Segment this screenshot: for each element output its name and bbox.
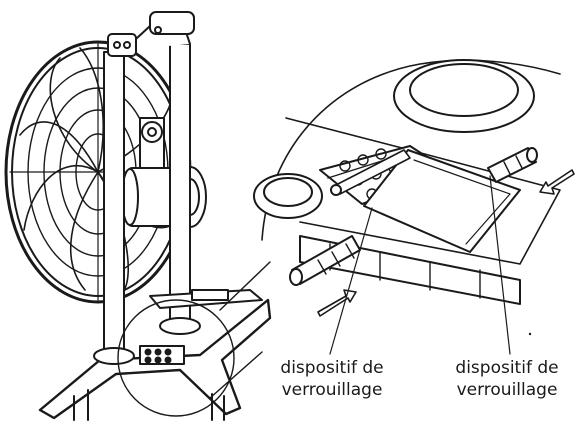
- detail-callout-circle: [117, 299, 235, 417]
- label-leader-right: [489, 175, 511, 355]
- label-left-line-2: verrouillage: [281, 380, 383, 400]
- label-locking-device-right: dispositif de verrouillage: [437, 357, 576, 401]
- label-leader-left: [329, 207, 373, 355]
- fan-motor: [121, 117, 207, 228]
- label-right-line-1: dispositif de: [455, 358, 559, 378]
- detail-zoom: [253, 59, 561, 336]
- fan-poles: [103, 11, 195, 353]
- latch-pin-right: [487, 147, 538, 183]
- fan-illustration: [4, 11, 272, 421]
- callout-leader-bottom: [209, 351, 263, 399]
- arrow-push-up-right: [317, 289, 357, 317]
- fan-base: [38, 289, 272, 421]
- callout-leader-top: [219, 261, 271, 311]
- arrow-push-down-left: [539, 169, 575, 195]
- label-right-line-2: verrouillage: [456, 380, 558, 400]
- zoom-frame: [261, 59, 561, 241]
- label-locking-device-left: dispositif de verrouillage: [262, 357, 402, 401]
- label-left-line-1: dispositif de: [280, 358, 384, 378]
